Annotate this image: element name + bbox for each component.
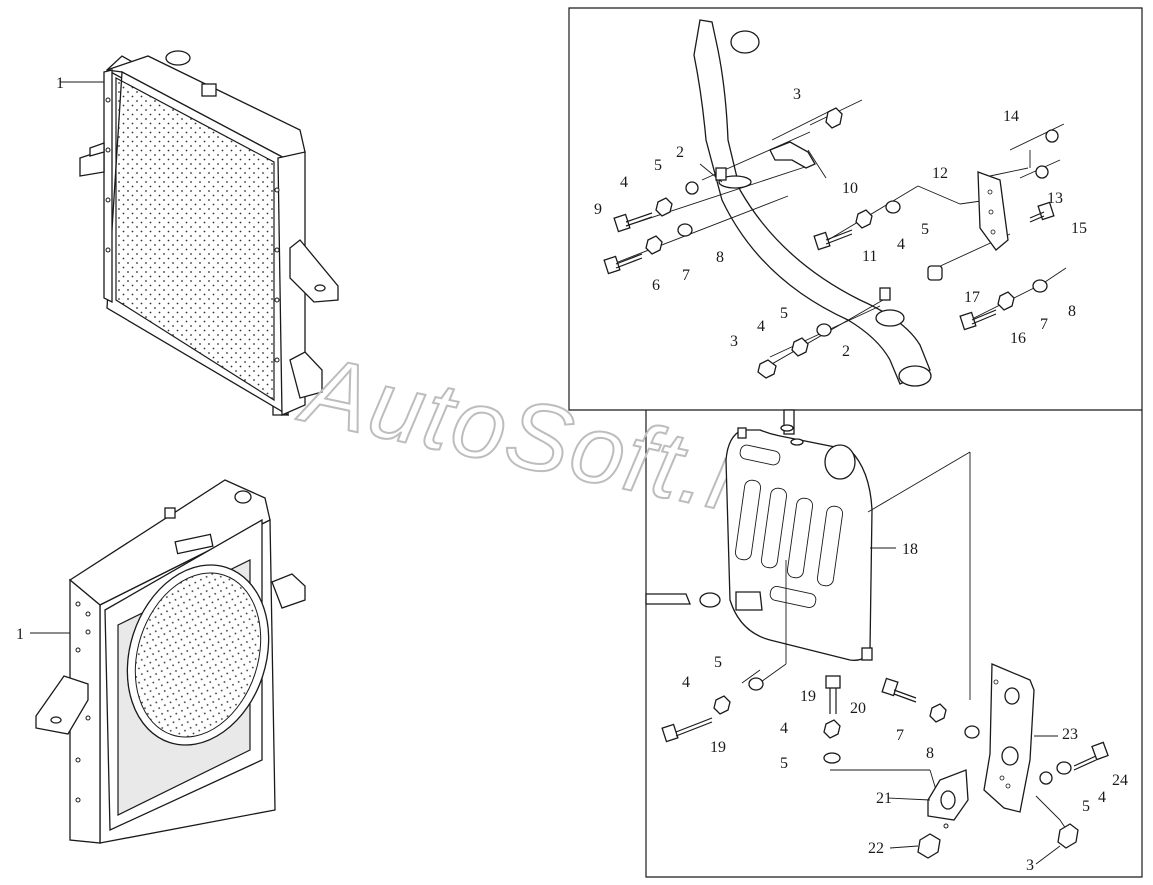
callout-19b: 19 <box>710 739 726 756</box>
callout-7a: 7 <box>682 267 690 284</box>
callout-13: 13 <box>1047 190 1063 207</box>
callout-15: 15 <box>1071 220 1087 237</box>
callout-14: 14 <box>1003 108 1019 125</box>
callout-6: 6 <box>652 277 660 294</box>
callout-23: 23 <box>1062 726 1078 743</box>
callout-11: 11 <box>862 248 877 265</box>
pipe-assembly: 3 14 2 5 12 4 10 13 9 15 5 4 11 8 7 6 17… <box>594 19 1087 387</box>
callout-3a: 3 <box>793 86 801 103</box>
callout-8a: 8 <box>716 249 724 266</box>
callout-5b: 5 <box>921 221 929 238</box>
expansion-tank-assembly: 18 5 4 19 20 19 4 7 23 8 5 24 4 5 21 22 … <box>645 409 1128 874</box>
callout-8b: 8 <box>1068 303 1076 320</box>
callout-3c: 3 <box>1026 857 1034 874</box>
callout-5a: 5 <box>654 157 662 174</box>
callout-19a: 19 <box>800 688 816 705</box>
callout-2a: 2 <box>676 144 684 161</box>
callout-16: 16 <box>1010 330 1026 347</box>
callout-24: 24 <box>1112 772 1128 789</box>
callout-5e: 5 <box>780 755 788 772</box>
callout-20: 20 <box>850 700 866 717</box>
frames <box>568 7 1143 878</box>
callout-5d: 5 <box>714 654 722 671</box>
callout-21: 21 <box>876 790 892 807</box>
callout-3b: 3 <box>730 333 738 350</box>
callout-9: 9 <box>594 201 602 218</box>
radiator-rear-view: 1 <box>56 50 339 417</box>
callout-4c: 4 <box>757 318 765 335</box>
callout-4a: 4 <box>620 174 628 191</box>
callout-2b: 2 <box>842 343 850 360</box>
callout-18: 18 <box>902 541 918 558</box>
callout-10: 10 <box>842 180 858 197</box>
callout-7b: 7 <box>1040 316 1048 333</box>
callout-4b: 4 <box>897 236 905 253</box>
callout-5f: 5 <box>1082 798 1090 815</box>
callout-4d: 4 <box>682 674 690 691</box>
callout-1-bottom: 1 <box>16 626 24 643</box>
callout-8c: 8 <box>926 745 934 762</box>
callout-1-top: 1 <box>56 75 64 92</box>
callout-4e: 4 <box>780 720 788 737</box>
callout-17: 17 <box>964 289 980 306</box>
callout-5c: 5 <box>780 305 788 322</box>
callout-22: 22 <box>868 840 884 857</box>
callout-7c: 7 <box>896 727 904 744</box>
callout-4f: 4 <box>1098 789 1106 806</box>
callout-12: 12 <box>932 165 948 182</box>
radiator-front-view: 1 <box>16 479 306 844</box>
